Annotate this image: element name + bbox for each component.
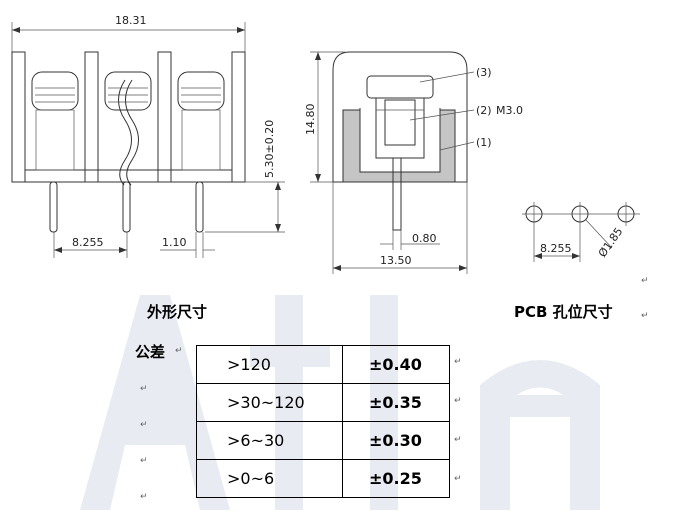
return-mark: ↵ — [641, 276, 649, 286]
tolerance-label: 公差 — [135, 343, 166, 361]
tolerance-table: >120 ±0.40 >30~120 ±0.35 >6~30 ±0.30 >0~… — [196, 345, 450, 498]
outline-dimension-label: 外形尺寸 — [147, 303, 208, 321]
return-mark: ↵ — [140, 420, 148, 430]
return-mark: ↵ — [641, 311, 649, 321]
return-mark: ↵ — [175, 346, 183, 356]
screw-label: M3.0 — [496, 104, 523, 117]
front-view: 18.31 — [11, 14, 285, 258]
tolerance-cell: ±0.25 — [342, 459, 450, 498]
range-cell: >120 — [196, 345, 343, 384]
return-mark: ↵ — [454, 474, 462, 484]
dim-side-height: 14.80 — [304, 104, 317, 136]
tolerance-cell: ±0.30 — [342, 421, 450, 460]
table-row: >30~120 ±0.35 — [196, 383, 450, 422]
return-mark: ↵ — [140, 456, 148, 466]
pcb-hole-view: 8.255 Ø1.85 — [522, 202, 640, 262]
return-mark: ↵ — [454, 396, 462, 406]
part-3-label: (3) — [476, 66, 492, 79]
part-1-label: (1) — [476, 136, 492, 149]
side-view: (3) (2) M3.0 (1) 14.80 0.80 13.50 — [304, 51, 523, 274]
range-cell: >30~120 — [196, 383, 343, 422]
tolerance-cell: ±0.35 — [342, 383, 450, 422]
table-row: >120 ±0.40 — [196, 345, 450, 384]
return-mark: ↵ — [454, 357, 462, 367]
dim-pcb-hole: Ø1.85 — [596, 225, 626, 260]
range-cell: >6~30 — [196, 421, 343, 460]
return-mark: ↵ — [140, 492, 148, 502]
dim-pin-width: 1.10 — [162, 236, 187, 249]
dim-front-width: 18.31 — [115, 14, 147, 27]
dim-side-width: 13.50 — [380, 254, 412, 267]
pcb-hole-dimension-label: PCB 孔位尺寸 — [514, 303, 613, 321]
dim-pcb-pitch: 8.255 — [540, 242, 572, 255]
range-cell: >0~6 — [196, 459, 343, 498]
dim-pin-height: 5.30±0.20 — [263, 120, 276, 178]
tolerance-cell: ±0.40 — [342, 345, 450, 384]
dim-front-pitch: 8.255 — [72, 236, 104, 249]
table-row: >6~30 ±0.30 — [196, 421, 450, 460]
table-row: >0~6 ±0.25 — [196, 459, 450, 498]
dim-side-pin: 0.80 — [412, 232, 437, 245]
part-2-label: (2) — [476, 104, 492, 117]
return-mark: ↵ — [454, 435, 462, 445]
return-mark: ↵ — [140, 384, 148, 394]
